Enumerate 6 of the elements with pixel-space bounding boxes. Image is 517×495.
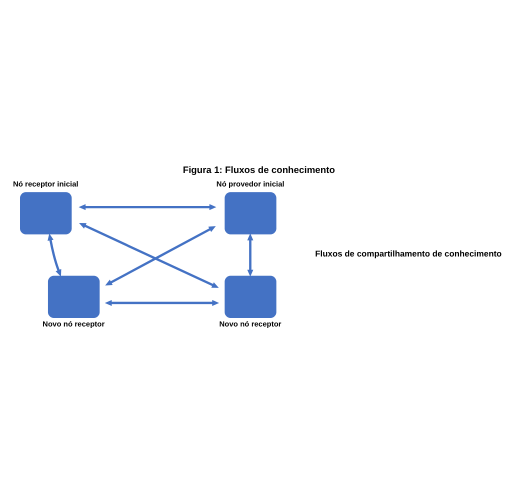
node-label: Novo nó receptor bbox=[219, 318, 282, 328]
diagram-title: Figura 1: Fluxos de conhecimento bbox=[182, 163, 335, 174]
node-label: Novo nó receptor bbox=[42, 318, 105, 328]
node-label: Nó receptor inicial bbox=[12, 178, 78, 188]
node-label: Nó provedor inicial bbox=[216, 178, 284, 188]
label: Fluxos de compartilhamento de conhecimento bbox=[315, 248, 502, 258]
